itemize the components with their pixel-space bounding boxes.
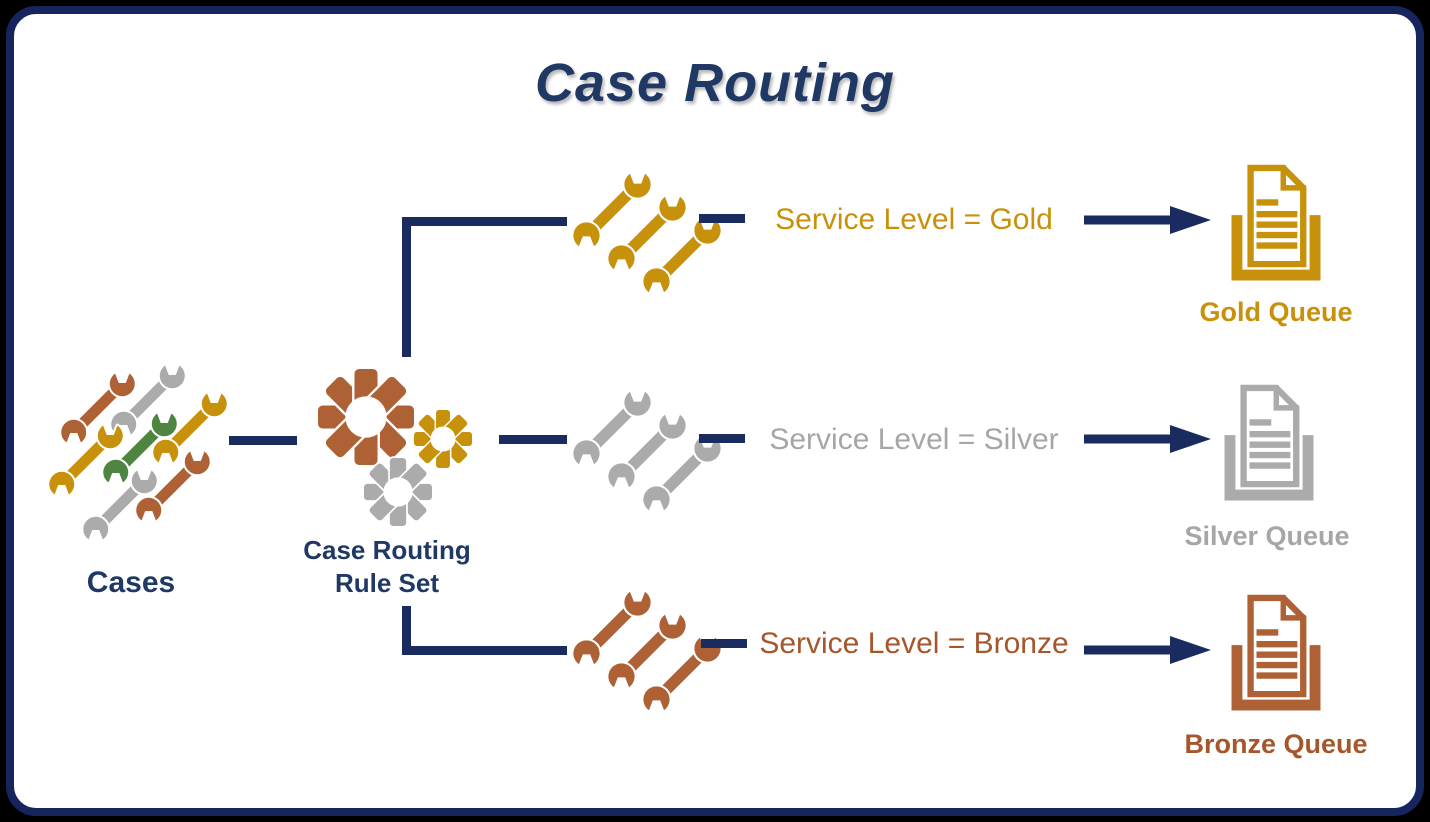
wrench-cluster-icon [43, 353, 241, 556]
cases-label: Cases [86, 566, 176, 599]
wrench-triplet-silver-icon [559, 372, 749, 542]
connector-up-vertical [402, 217, 411, 357]
arrow-right-bronze-icon [1084, 636, 1211, 664]
condition-label-gold: Service Level = Gold [775, 203, 1053, 236]
queue-label-bronze: Bronze Queue [1184, 729, 1368, 759]
queue-label-gold: Gold Queue [1199, 297, 1353, 327]
wrench-triplet-bronze-icon [559, 572, 749, 742]
condition-label-silver: Service Level = Silver [769, 423, 1059, 456]
queue-label-silver: Silver Queue [1184, 521, 1350, 551]
queue-icon-silver [1210, 382, 1328, 510]
connector-up-horizontal [402, 217, 567, 226]
queue-icon-bronze [1217, 592, 1335, 720]
gears-icon [291, 352, 474, 528]
connector-gold-stub [699, 214, 745, 223]
condition-label-bronze: Service Level = Bronze [759, 627, 1069, 660]
ruleset-label: Case Routing Rule Set [282, 534, 492, 600]
connector-down-vertical [402, 606, 411, 655]
connector-silver-stub [699, 434, 745, 443]
page-title: Case Routing [534, 53, 896, 113]
connector-down-horizontal [402, 646, 567, 655]
connector-bronze-stub [701, 639, 747, 648]
ruleset-label-line1: Case Routing [303, 535, 471, 565]
ruleset-label-line2: Rule Set [334, 568, 440, 598]
connector-middle [499, 435, 567, 444]
arrow-right-gold-icon [1084, 206, 1211, 234]
arrow-right-silver-icon [1084, 425, 1211, 453]
connector-cases-to-ruleset [229, 436, 297, 445]
wrench-triplet-gold-icon [559, 154, 749, 324]
diagram-canvas: Case Routing Cases Case Routing Rule Set [6, 6, 1424, 816]
queue-icon-gold [1217, 162, 1335, 290]
